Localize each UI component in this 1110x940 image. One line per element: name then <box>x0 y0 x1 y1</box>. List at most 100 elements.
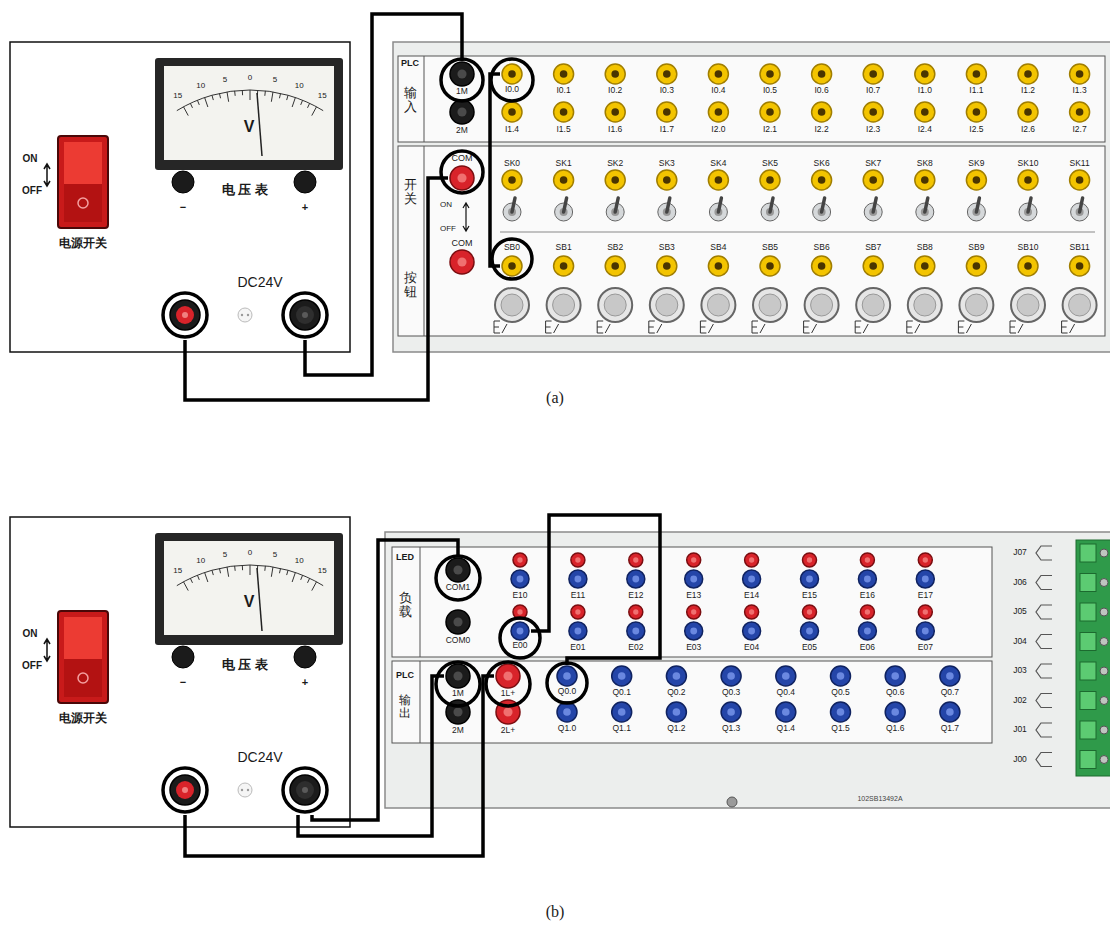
terminal-clamp <box>1080 662 1096 680</box>
highlight-ring <box>491 59 533 101</box>
yellow-terminal <box>812 170 832 190</box>
terminal-name: 1L+ <box>494 689 522 699</box>
terminal-label: I2.4 <box>918 125 932 134</box>
blue-terminal <box>612 702 632 722</box>
terminal-socket <box>517 576 524 583</box>
terminal-socket <box>176 781 194 799</box>
terminal-socket <box>517 557 522 562</box>
terminal-label: Q1.3 <box>722 724 740 733</box>
terminal-socket <box>922 628 929 635</box>
indicator-dot <box>247 789 249 791</box>
red-terminal <box>918 605 932 619</box>
terminal-label: SB8 <box>917 243 933 252</box>
push-button-cap <box>604 294 626 316</box>
meter-tick <box>312 582 317 591</box>
pushbutton-symbol <box>855 321 868 333</box>
blue-terminal <box>916 622 934 640</box>
yellow-terminal <box>812 102 832 122</box>
input-section <box>398 56 1105 142</box>
connector-label: J05 <box>1013 607 1027 616</box>
wire <box>305 14 462 375</box>
scale-number: 10 <box>196 557 205 566</box>
highlight-ring <box>436 662 480 706</box>
yellow-terminal <box>863 64 883 84</box>
yellow-terminal <box>863 170 883 190</box>
red-terminal <box>513 553 527 567</box>
pushbutton-symbol <box>958 321 971 333</box>
blue-terminal <box>776 702 796 722</box>
switch-arrow <box>44 164 50 186</box>
input-common-terminal: 1M <box>448 61 476 97</box>
terminal-label: I2.6 <box>1021 125 1035 134</box>
terminal-socket <box>807 557 812 562</box>
red-terminal <box>860 605 874 619</box>
blue-terminal <box>940 666 960 686</box>
terminal-space <box>446 663 470 689</box>
terminal-label: I0.5 <box>763 86 777 95</box>
push-button <box>908 288 942 322</box>
push-button <box>805 288 839 322</box>
terminal-socket <box>690 628 697 635</box>
terminal-name: 1M <box>448 87 476 97</box>
terminal-label: E17 <box>918 591 933 600</box>
blue-terminal <box>743 570 761 588</box>
terminal-clamp <box>1080 574 1096 592</box>
meter-scale <box>177 565 323 586</box>
terminal-socket <box>574 576 581 583</box>
terminal-socket <box>611 262 619 270</box>
terminal-socket <box>818 70 826 78</box>
terminal-label: E14 <box>744 591 759 600</box>
yellow-terminal <box>605 102 625 122</box>
meter-tick <box>308 103 310 108</box>
section-name: PLC <box>396 671 414 681</box>
yellow-terminal <box>1070 170 1090 190</box>
black-terminal <box>446 664 470 688</box>
terminal-name: DC24V <box>185 274 335 290</box>
connector-label: J01 <box>1013 725 1027 734</box>
output-terminal: Q0.0 <box>555 665 579 697</box>
terminal-socket <box>923 557 928 562</box>
section-divider <box>420 547 421 657</box>
yellow-terminal <box>1018 102 1038 122</box>
toggle-lever <box>667 198 670 212</box>
terminal-socket <box>632 628 639 635</box>
connector-label: J04 <box>1013 637 1027 646</box>
terminal-socket <box>865 609 870 614</box>
blue-terminal <box>569 622 587 640</box>
indicator-lamp <box>238 308 252 322</box>
terminal-label: Q1.7 <box>941 724 959 733</box>
terminal-clamp <box>1080 751 1096 769</box>
meter-name: 电 压 表 <box>222 658 268 672</box>
scale-number: 15 <box>318 92 327 101</box>
dc24v-output: DC24V <box>165 272 335 340</box>
relay-connector <box>1036 605 1052 619</box>
terminal-label: E13 <box>686 591 701 600</box>
terminal-socket <box>818 262 826 270</box>
terminal-label: E05 <box>802 643 817 652</box>
red-terminal <box>629 605 643 619</box>
terminal-label: E03 <box>686 643 701 652</box>
dc-terminal-positive <box>170 775 200 805</box>
yellow-terminal <box>1070 256 1090 276</box>
terminal-clamp <box>1080 544 1096 562</box>
yellow-terminal <box>915 102 935 122</box>
relay-connector <box>1036 664 1052 678</box>
push-button-cap <box>656 294 678 316</box>
terminal-name: I0.0 <box>500 85 524 95</box>
terminal-label: E16 <box>860 591 875 600</box>
terminal-label: I1.1 <box>969 86 983 95</box>
switch-mark <box>78 673 88 683</box>
terminal-socket <box>673 708 681 716</box>
blue-terminal <box>885 702 905 722</box>
terminal-socket <box>618 708 626 716</box>
meter-name: 电 压 表 <box>222 183 268 197</box>
pushbutton-symbol <box>700 321 713 333</box>
push-button <box>1011 288 1045 322</box>
terminal-name: SB0 <box>500 243 524 253</box>
terminal-label: I0.2 <box>608 86 622 95</box>
terminal-label: SK4 <box>710 159 726 168</box>
toggle-lever <box>925 198 928 212</box>
toggle-lever <box>718 198 721 212</box>
voltmeter-face <box>164 541 334 635</box>
yellow-terminal <box>502 170 522 190</box>
